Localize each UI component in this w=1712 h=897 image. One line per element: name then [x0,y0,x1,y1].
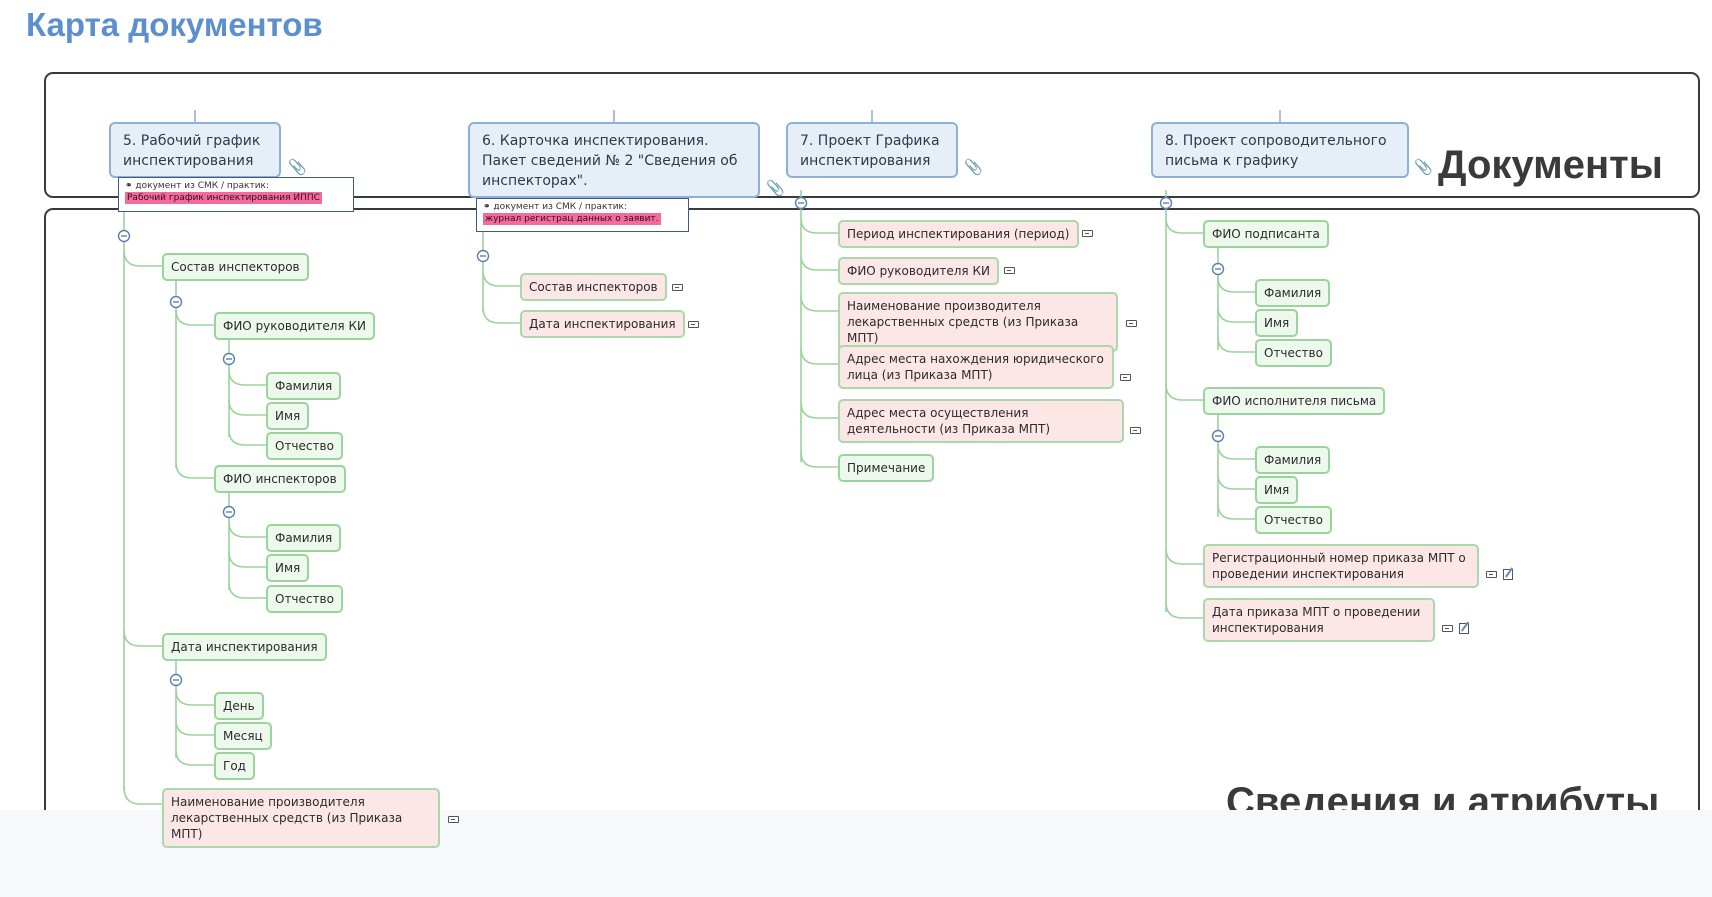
link-icon[interactable] [688,321,699,328]
node-executor-last-name[interactable]: Фамилия [1255,446,1331,474]
link-icon[interactable] [1126,320,1137,327]
node-head-fio[interactable]: ФИО руководителя КИ [838,257,999,285]
link-icon[interactable] [1004,267,1015,274]
node-insp-middle-name[interactable]: Отчество [266,585,343,613]
link-icon[interactable] [1442,625,1453,632]
node-signer-last-name[interactable]: Фамилия [1255,279,1331,307]
source-tag-5[interactable]: ⚭ документ из СМК / практик: Рабочий гра… [118,177,354,212]
note-icon[interactable] [1459,623,1469,634]
node-manufacturer[interactable]: Наименование производителя лекарственных… [838,292,1118,352]
link-icon[interactable] [1486,571,1497,578]
tag-icon: ⚭ [125,181,133,191]
node-executor-fio[interactable]: ФИО исполнителя письма [1203,387,1386,415]
source-tag-6[interactable]: ⚭ документ из СМК / практик: журнал реги… [476,198,689,232]
node-signer-first-name[interactable]: Имя [1255,309,1299,337]
node-note[interactable]: Примечание [838,454,935,482]
node-order-date[interactable]: Дата приказа МПТ о проведении инспектиро… [1203,598,1435,642]
node-executor-middle-name[interactable]: Отчество [1255,506,1332,534]
node-activity-address[interactable]: Адрес места осуществления деятельности (… [838,399,1124,443]
link-icon[interactable] [1120,374,1131,381]
documents-frame [44,72,1700,198]
document-5[interactable]: 5. Рабочий график инспектирования [109,122,281,178]
documents-frame-label: Документы [1438,143,1663,187]
node-head-fio[interactable]: ФИО руководителя КИ [214,312,375,340]
document-8[interactable]: 8. Проект сопроводительного письма к гра… [1151,122,1409,178]
paperclip-icon[interactable]: 📎 [964,158,983,176]
node-signer-middle-name[interactable]: Отчество [1255,339,1332,367]
page-title: Карта документов [26,6,323,43]
paperclip-icon[interactable]: 📎 [288,158,307,176]
paperclip-icon[interactable]: 📎 [766,179,785,197]
tag-meta: документ из СМК / практик: [493,202,628,212]
document-5-title: 5. Рабочий график инспектирования [123,133,261,169]
node-inspection-date[interactable]: Дата инспектирования [162,633,327,661]
node-inspectors-fio[interactable]: ФИО инспекторов [214,465,346,493]
node-inspectors[interactable]: Состав инспекторов [162,253,309,281]
note-icon[interactable] [1503,569,1513,580]
document-8-title: 8. Проект сопроводительного письма к гра… [1165,133,1387,169]
document-6[interactable]: 6. Карточка инспектирования. Пакет сведе… [468,122,760,198]
node-legal-address[interactable]: Адрес места нахождения юридического лица… [838,345,1114,389]
node-year[interactable]: Год [214,752,255,780]
node-head-middle-name[interactable]: Отчество [266,432,343,460]
node-inspection-date[interactable]: Дата инспектирования [520,310,685,338]
node-manufacturer[interactable]: Наименование производителя лекарственных… [162,788,440,848]
node-insp-last-name[interactable]: Фамилия [266,524,342,552]
link-icon[interactable] [672,284,683,291]
paperclip-icon[interactable]: 📎 [1414,158,1433,176]
link-icon[interactable] [1130,427,1141,434]
tag-highlight: Рабочий график инспектирования ИППС [125,192,322,204]
node-order-reg-number[interactable]: Регистрационный номер приказа МПТ о пров… [1203,544,1479,588]
document-6-title: 6. Карточка инспектирования. Пакет сведе… [482,133,738,189]
link-icon[interactable] [448,816,459,823]
tag-highlight: журнал регистрац данных о заявит. [483,213,661,225]
link-icon[interactable] [1082,230,1093,237]
node-inspection-period[interactable]: Период инспектирования (период) [838,220,1079,248]
tag-meta: документ из СМК / практик: [135,181,270,191]
node-head-first-name[interactable]: Имя [266,402,310,430]
node-head-last-name[interactable]: Фамилия [266,372,342,400]
node-inspectors[interactable]: Состав инспекторов [520,273,667,301]
node-insp-first-name[interactable]: Имя [266,554,310,582]
node-executor-first-name[interactable]: Имя [1255,476,1299,504]
node-month[interactable]: Месяц [214,722,272,750]
document-7-title: 7. Проект Графика инспектирования [800,133,940,169]
node-day[interactable]: День [214,692,264,720]
tag-icon: ⚭ [483,202,491,212]
node-signer-fio[interactable]: ФИО подписанта [1203,220,1329,248]
document-7[interactable]: 7. Проект Графика инспектирования [786,122,958,178]
